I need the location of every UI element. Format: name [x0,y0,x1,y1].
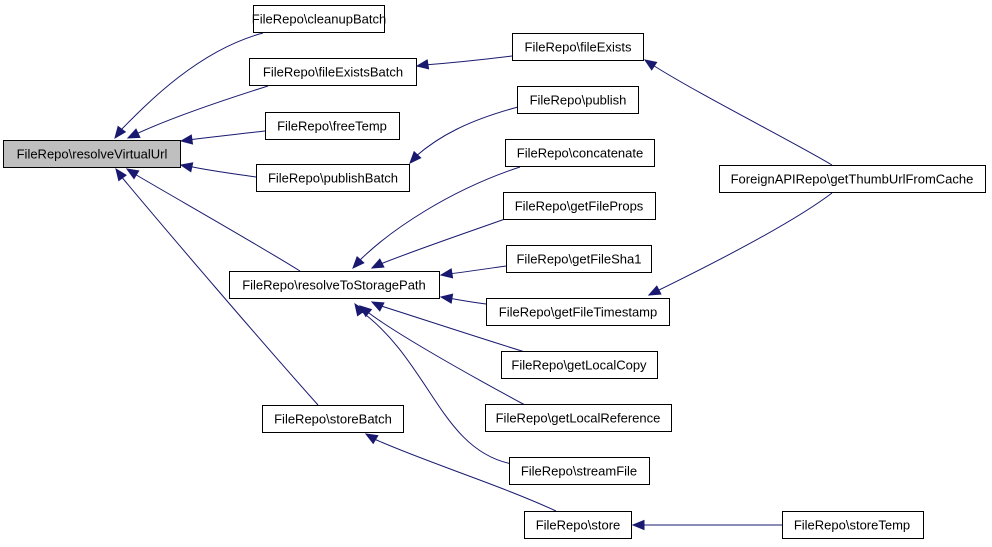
edge-publish-batch-to-resolve-virtual-line [187,165,257,178]
edge-get-file-sha1-to-resolve-storage [439,265,507,279]
edge-resolve-storage-to-resolve-virtual [125,168,301,272]
edge-get-thumb-to-get-file-timestamp-arrowhead [647,285,662,296]
edge-file-exists-batch-to-resolve-virtual [126,85,269,139]
edge-store-temp-to-store [631,519,782,531]
node-get-file-props[interactable]: FileRepo\getFileProps [503,192,656,220]
edge-get-file-timestamp-to-resolve-storage-line [447,297,487,305]
edge-get-local-copy-to-resolve-storage [370,301,526,353]
node-label-get-local-reference: FileRepo\getLocalReference [496,411,661,426]
edge-get-thumb-to-file-exists-line [650,63,833,166]
edge-publish-to-publish-batch-arrowhead [409,150,422,164]
node-label-store-batch: FileRepo\storeBatch [274,412,392,427]
edge-publish-batch-to-resolve-virtual-arrowhead [179,162,194,173]
edge-concatenate-to-resolve-storage [352,166,521,269]
edge-concatenate-to-resolve-storage-line [357,166,521,263]
edge-get-file-sha1-to-resolve-storage-arrowhead [439,268,454,279]
node-label-resolve-to-storage-path: FileRepo\resolveToStoragePath [242,278,426,293]
node-resolve-to-storage-path[interactable]: FileRepo\resolveToStoragePath [229,271,440,299]
node-get-thumb-url-from-cache[interactable]: ForeignAPIRepo\getThumbUrlFromCache [719,165,986,193]
node-label-get-file-timestamp: FileRepo\getFileTimestamp [499,305,657,320]
edge-concatenate-to-resolve-storage-arrowhead [352,256,365,269]
node-publish[interactable]: FileRepo\publish [517,86,639,114]
node-label-file-exists-batch: FileRepo\fileExistsBatch [263,65,403,80]
edge-file-exists-batch-to-resolve-virtual-arrowhead [126,128,141,139]
node-file-exists[interactable]: FileRepo\fileExists [512,33,644,61]
edge-get-file-timestamp-to-resolve-storage-arrowhead [439,293,454,304]
node-free-temp[interactable]: FileRepo\freeTemp [265,112,400,140]
node-store-batch[interactable]: FileRepo\storeBatch [262,405,404,433]
edge-get-thumb-to-get-file-timestamp [647,192,833,296]
node-label-resolve-virtual-url: FileRepo\resolveVirtualUrl [17,147,168,162]
node-label-cleanup-batch: FileRepo\cleanupBatch [252,12,386,27]
node-stream-file[interactable]: FileRepo\streamFile [509,457,650,485]
node-get-file-timestamp[interactable]: FileRepo\getFileTimestamp [486,298,670,326]
node-file-exists-batch[interactable]: FileRepo\fileExistsBatch [249,58,417,86]
edge-publish-to-publish-batch [409,106,519,164]
edge-stream-file-to-resolve-storage-line [357,308,513,465]
node-get-local-reference[interactable]: FileRepo\getLocalReference [485,404,672,432]
node-publish-batch[interactable]: FileRepo\publishBatch [256,164,410,192]
node-label-get-file-sha1: FileRepo\getFileSha1 [516,252,641,267]
nodes: FileRepo\resolveVirtualUrl FileRepo\clea… [3,5,986,539]
node-store-temp[interactable]: FileRepo\storeTemp [782,511,924,539]
node-get-file-sha1[interactable]: FileRepo\getFileSha1 [506,245,652,273]
node-label-file-exists: FileRepo\fileExists [525,40,632,55]
edge-file-exists-to-file-exists-batch-line [423,55,513,66]
edges [114,32,833,531]
edge-store-batch-to-resolve-virtual-line [119,174,319,406]
edge-get-file-timestamp-to-resolve-storage [439,293,487,305]
node-label-store: FileRepo\store [536,518,621,533]
edge-cleanup-to-resolve-virtual-arrowhead [114,125,127,140]
edge-free-temp-to-resolve-virtual-arrowhead [179,134,194,145]
node-cleanup-batch[interactable]: FileRepo\cleanupBatch [252,5,386,33]
edge-store-to-store-batch [364,433,557,512]
node-label-store-temp: FileRepo\storeTemp [794,518,910,533]
edge-store-batch-to-resolve-virtual-arrowhead [115,167,127,182]
edge-file-exists-batch-to-resolve-virtual-line [133,85,269,136]
edge-free-temp-to-resolve-virtual [179,130,266,145]
node-label-publish-batch: FileRepo\publishBatch [268,171,398,186]
edge-publish-batch-to-resolve-virtual [179,162,257,178]
node-label-get-local-copy: FileRepo\getLocalCopy [511,358,647,373]
node-label-stream-file: FileRepo\streamFile [521,464,637,479]
edge-stream-file-to-resolve-storage-arrowhead [354,302,366,317]
edge-resolve-storage-to-resolve-virtual-line [132,172,301,272]
edge-publish-to-publish-batch-line [414,106,519,158]
node-label-concatenate: FileRepo\concatenate [517,146,643,161]
edge-store-temp-to-store-arrowhead [631,519,645,531]
node-concatenate[interactable]: FileRepo\concatenate [505,139,655,167]
edge-get-local-reference-to-resolve-storage-line [364,309,526,406]
node-label-get-file-props: FileRepo\getFileProps [515,199,644,214]
node-resolve-virtual-url[interactable]: FileRepo\resolveVirtualUrl [3,140,181,168]
edge-get-file-props-to-resolve-storage [370,218,506,269]
edge-get-file-sha1-to-resolve-storage-line [447,265,507,275]
edge-get-file-props-to-resolve-storage-arrowhead [370,258,385,269]
edge-resolve-storage-to-resolve-virtual-arrowhead [125,168,140,180]
edge-file-exists-to-file-exists-batch [415,55,513,70]
node-label-publish: FileRepo\publish [530,93,627,108]
edge-cleanup-to-resolve-virtual-line [117,32,264,134]
node-get-local-copy[interactable]: FileRepo\getLocalCopy [501,351,658,379]
edge-get-file-props-to-resolve-storage-line [377,218,506,266]
edge-get-local-copy-to-resolve-storage-line [377,304,526,353]
edge-get-thumb-to-file-exists-arrowhead [643,59,658,71]
edge-get-thumb-to-file-exists [643,59,833,166]
edge-store-to-store-batch-arrowhead [364,433,379,445]
edge-cleanup-to-resolve-virtual [114,32,264,140]
edge-stream-file-to-resolve-storage [354,302,513,465]
node-label-free-temp: FileRepo\freeTemp [277,119,387,134]
node-store[interactable]: FileRepo\store [524,511,632,539]
edge-get-thumb-to-get-file-timestamp-line [654,192,833,293]
edge-get-local-copy-to-resolve-storage-arrowhead [370,301,385,312]
edge-store-to-store-batch-line [371,437,557,512]
edge-file-exists-to-file-exists-batch-arrowhead [415,59,430,70]
edge-store-batch-to-resolve-virtual [115,167,319,406]
node-label-get-thumb-url-from-cache: ForeignAPIRepo\getThumbUrlFromCache [731,172,974,187]
edge-free-temp-to-resolve-virtual-line [187,130,266,141]
